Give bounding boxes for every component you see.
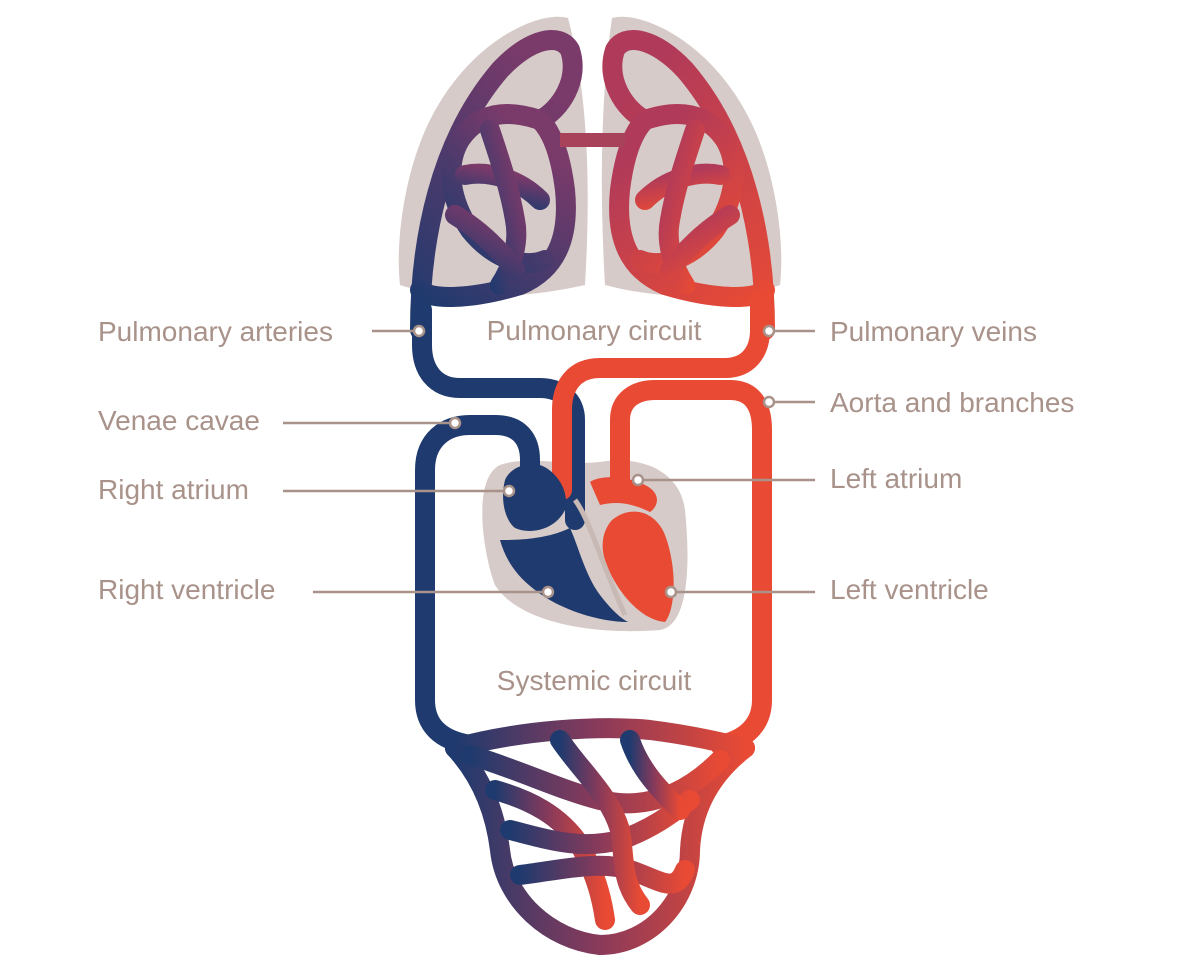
leader-aorta [762, 395, 815, 409]
right-lung-vessels [602, 30, 775, 340]
label-pulmonary-veins: Pulmonary veins [830, 316, 1037, 347]
leader-pulmonary-veins [762, 324, 815, 338]
label-right-atrium: Right atrium [98, 474, 249, 505]
aorta-vessel [552, 290, 770, 500]
body-capillaries [445, 718, 755, 955]
leader-right-atrium [283, 484, 516, 498]
right-ventricle-chamber [500, 528, 628, 622]
label-left-atrium: Left atrium [830, 463, 962, 494]
left-lung-vessels [410, 30, 583, 340]
label-right-ventricle: Right ventricle [98, 574, 275, 605]
pulmonary-circuit-label: Pulmonary circuit [487, 315, 702, 346]
leader-venae-cavae [283, 416, 462, 430]
heart-septum [572, 498, 628, 617]
left-ventricle-chamber [602, 511, 674, 622]
leader-right-ventricle [313, 585, 555, 599]
label-pulmonary-arteries: Pulmonary arteries [98, 316, 333, 347]
label-left-ventricle: Left ventricle [830, 574, 989, 605]
label-aorta-and-branches: Aorta and branches [830, 387, 1074, 418]
venae-cavae-vessel [415, 415, 540, 755]
right-atrium-chamber [503, 464, 566, 531]
systemic-circuit-label: Systemic circuit [497, 665, 692, 696]
leader-left-ventricle [664, 585, 815, 599]
aorta-branch-vessel [610, 380, 772, 755]
label-venae-cavae: Venae cavae [98, 405, 260, 436]
leader-left-atrium [631, 473, 815, 487]
leader-pulmonary-arteries [372, 324, 426, 338]
pulmonary-artery-vessel [412, 300, 585, 530]
